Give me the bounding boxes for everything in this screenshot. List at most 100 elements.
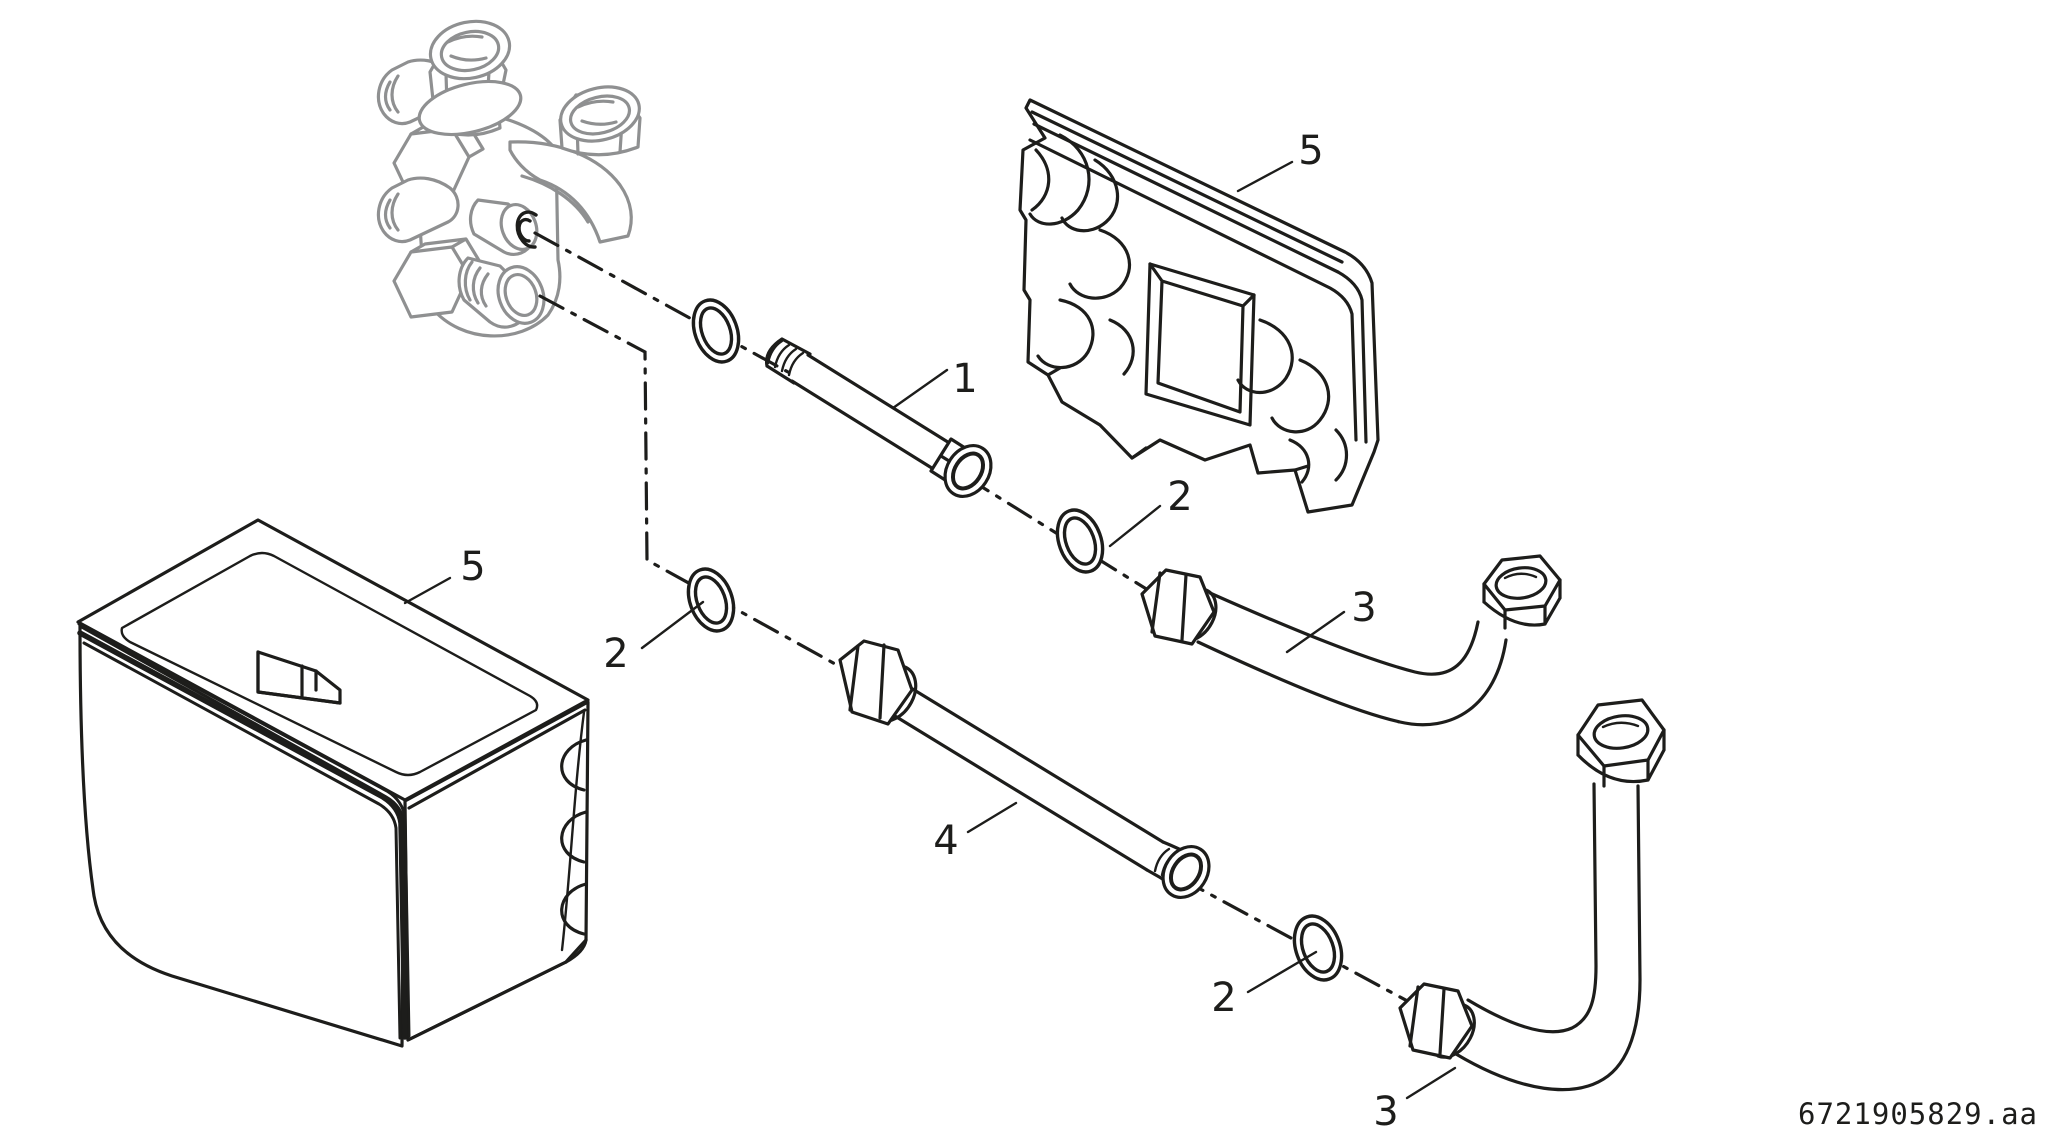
insulation-plate bbox=[1018, 98, 1380, 514]
valve-left-boss-upper-lines bbox=[383, 74, 400, 114]
leader-3a bbox=[1285, 610, 1346, 654]
leader-3b bbox=[1405, 1066, 1457, 1100]
box-right-face-top-inner-line bbox=[407, 708, 587, 810]
plate-molding-curves-right bbox=[1236, 318, 1349, 484]
leader-5a bbox=[1236, 160, 1294, 193]
pipe1-mouth-inner bbox=[950, 451, 986, 491]
pipe1-tube-edges bbox=[790, 353, 953, 472]
pipe3l-hex-nut-top-depth bbox=[1576, 728, 1666, 788]
pipe3u-nut-opening bbox=[1494, 566, 1548, 600]
o-ring-b-inner bbox=[1062, 516, 1098, 566]
callout-5-box: 5 bbox=[460, 544, 486, 590]
plate-top-band-lines bbox=[1028, 110, 1358, 442]
plate-bottom-steps bbox=[1046, 366, 1310, 472]
pipe4-hex-nut-facets bbox=[848, 643, 886, 720]
leader-5b bbox=[403, 576, 452, 605]
pipe3u-hex-nut-right-depth bbox=[1482, 578, 1562, 630]
o-ring-seated-outer bbox=[515, 210, 538, 249]
o-ring-b bbox=[1055, 508, 1105, 574]
leader-2a bbox=[1108, 504, 1162, 548]
plate-center-opening-inner bbox=[1148, 262, 1256, 414]
center-line-lower-1 bbox=[538, 294, 848, 672]
box-band-outer bbox=[77, 622, 411, 1038]
pipe1-thread-silhouette bbox=[764, 337, 812, 385]
callout-3-upper: 3 bbox=[1351, 585, 1377, 631]
valve-elbow bbox=[508, 140, 633, 244]
callout-5-plate: 5 bbox=[1298, 128, 1324, 174]
valve-flange-disc bbox=[417, 79, 523, 137]
valve-outlet-lower-mouth bbox=[496, 265, 546, 325]
drawing-number: 6721905829.aa bbox=[1798, 1097, 2038, 1131]
plate-center-opening-outer bbox=[1144, 262, 1256, 427]
callout-leader-lines bbox=[403, 160, 1457, 1100]
pipe3l-hex-nut-top bbox=[1576, 698, 1666, 768]
box-band-middle bbox=[77, 630, 408, 1040]
pipe1-tube-fill bbox=[792, 355, 966, 479]
box-bottom-chamfer bbox=[406, 938, 588, 1042]
pipe3l-hex-nut-left-facets bbox=[1408, 985, 1446, 1056]
o-ring-seated-inner bbox=[517, 217, 532, 243]
pipe3u-tube-top-edge bbox=[1208, 591, 1480, 676]
pipe3u-hex-nut-left bbox=[1140, 568, 1216, 646]
o-rings bbox=[686, 298, 1344, 982]
box-band-inner bbox=[82, 641, 402, 1040]
callout-1: 1 bbox=[952, 356, 978, 402]
valve-top-port-inner bbox=[439, 29, 501, 73]
box-right-face-scallops bbox=[560, 738, 588, 936]
o-ring-c-outer bbox=[686, 567, 736, 633]
callout-2-lower: 2 bbox=[1211, 975, 1237, 1021]
pipe4-mouth-outer bbox=[1161, 845, 1211, 899]
o-ring-a bbox=[691, 298, 741, 364]
pipe3l-hex-nut-left bbox=[1398, 982, 1474, 1060]
valve-outlet-lower-threads bbox=[463, 260, 490, 308]
callout-3-lower: 3 bbox=[1373, 1089, 1399, 1135]
insulation-box bbox=[76, 518, 590, 1048]
leader-1 bbox=[891, 368, 949, 410]
valve-top-port-thread-arcs bbox=[446, 34, 488, 62]
center-line-upper-1 bbox=[533, 231, 790, 374]
plate-molding-curves-left bbox=[1028, 133, 1135, 376]
valve-outlet-lower-mouth-inner bbox=[503, 273, 539, 317]
pipe3l-tube-inner-edge bbox=[1466, 782, 1598, 1034]
o-ring-d-outer bbox=[1292, 914, 1344, 982]
leader-4 bbox=[966, 801, 1018, 834]
pipe4-tube-edges bbox=[870, 672, 1165, 872]
pipe-4 bbox=[838, 639, 1211, 899]
pipe3u-hex-nut-left-facets bbox=[1150, 571, 1188, 642]
valve-elbow-inner-line bbox=[520, 174, 590, 224]
pipe4-hex-nut bbox=[838, 639, 914, 726]
pipe4-mouth-inner bbox=[1168, 852, 1204, 892]
o-ring-c bbox=[686, 567, 736, 633]
pipe3l-nut-thread-arc bbox=[1601, 721, 1640, 729]
reference-valve-manifold bbox=[376, 19, 642, 338]
leader-2c bbox=[1246, 950, 1318, 994]
pipe-1 bbox=[764, 337, 993, 498]
pipe1-thread-arcs bbox=[766, 339, 805, 377]
pipe3u-tube-bottom-edge bbox=[1196, 638, 1508, 727]
o-ring-d bbox=[1292, 914, 1344, 982]
callout-2-upper: 2 bbox=[1167, 474, 1193, 520]
box-top-notch-walls bbox=[256, 650, 342, 705]
pipe3l-nut-opening bbox=[1592, 714, 1650, 750]
callout-2-middle: 2 bbox=[603, 631, 629, 677]
valve-left-boss-lower-lines bbox=[383, 192, 400, 232]
pipe-3-lower bbox=[1398, 698, 1666, 1092]
o-ring-a-outer bbox=[691, 298, 741, 364]
valve-right-port-inner bbox=[568, 94, 632, 136]
pipe3l-tube-outer-edge bbox=[1454, 784, 1642, 1092]
o-ring-a-inner bbox=[698, 306, 734, 356]
pipe-3-upper bbox=[1140, 554, 1562, 727]
o-ring-seated bbox=[515, 210, 538, 249]
valve-right-port-thread-arcs bbox=[576, 99, 618, 126]
pipe4-tube-fill bbox=[872, 674, 1163, 870]
o-ring-d-inner bbox=[1299, 922, 1337, 974]
o-ring-b-outer bbox=[1055, 508, 1105, 574]
leader-2b bbox=[640, 600, 705, 650]
pipe3u-nut-thread-arc bbox=[1503, 572, 1538, 580]
box-top-face-inset bbox=[120, 551, 539, 777]
plate-right-edge-inner bbox=[1336, 270, 1368, 444]
pipe3l-tube-fill bbox=[1456, 784, 1640, 1090]
callout-4: 4 bbox=[933, 818, 959, 864]
